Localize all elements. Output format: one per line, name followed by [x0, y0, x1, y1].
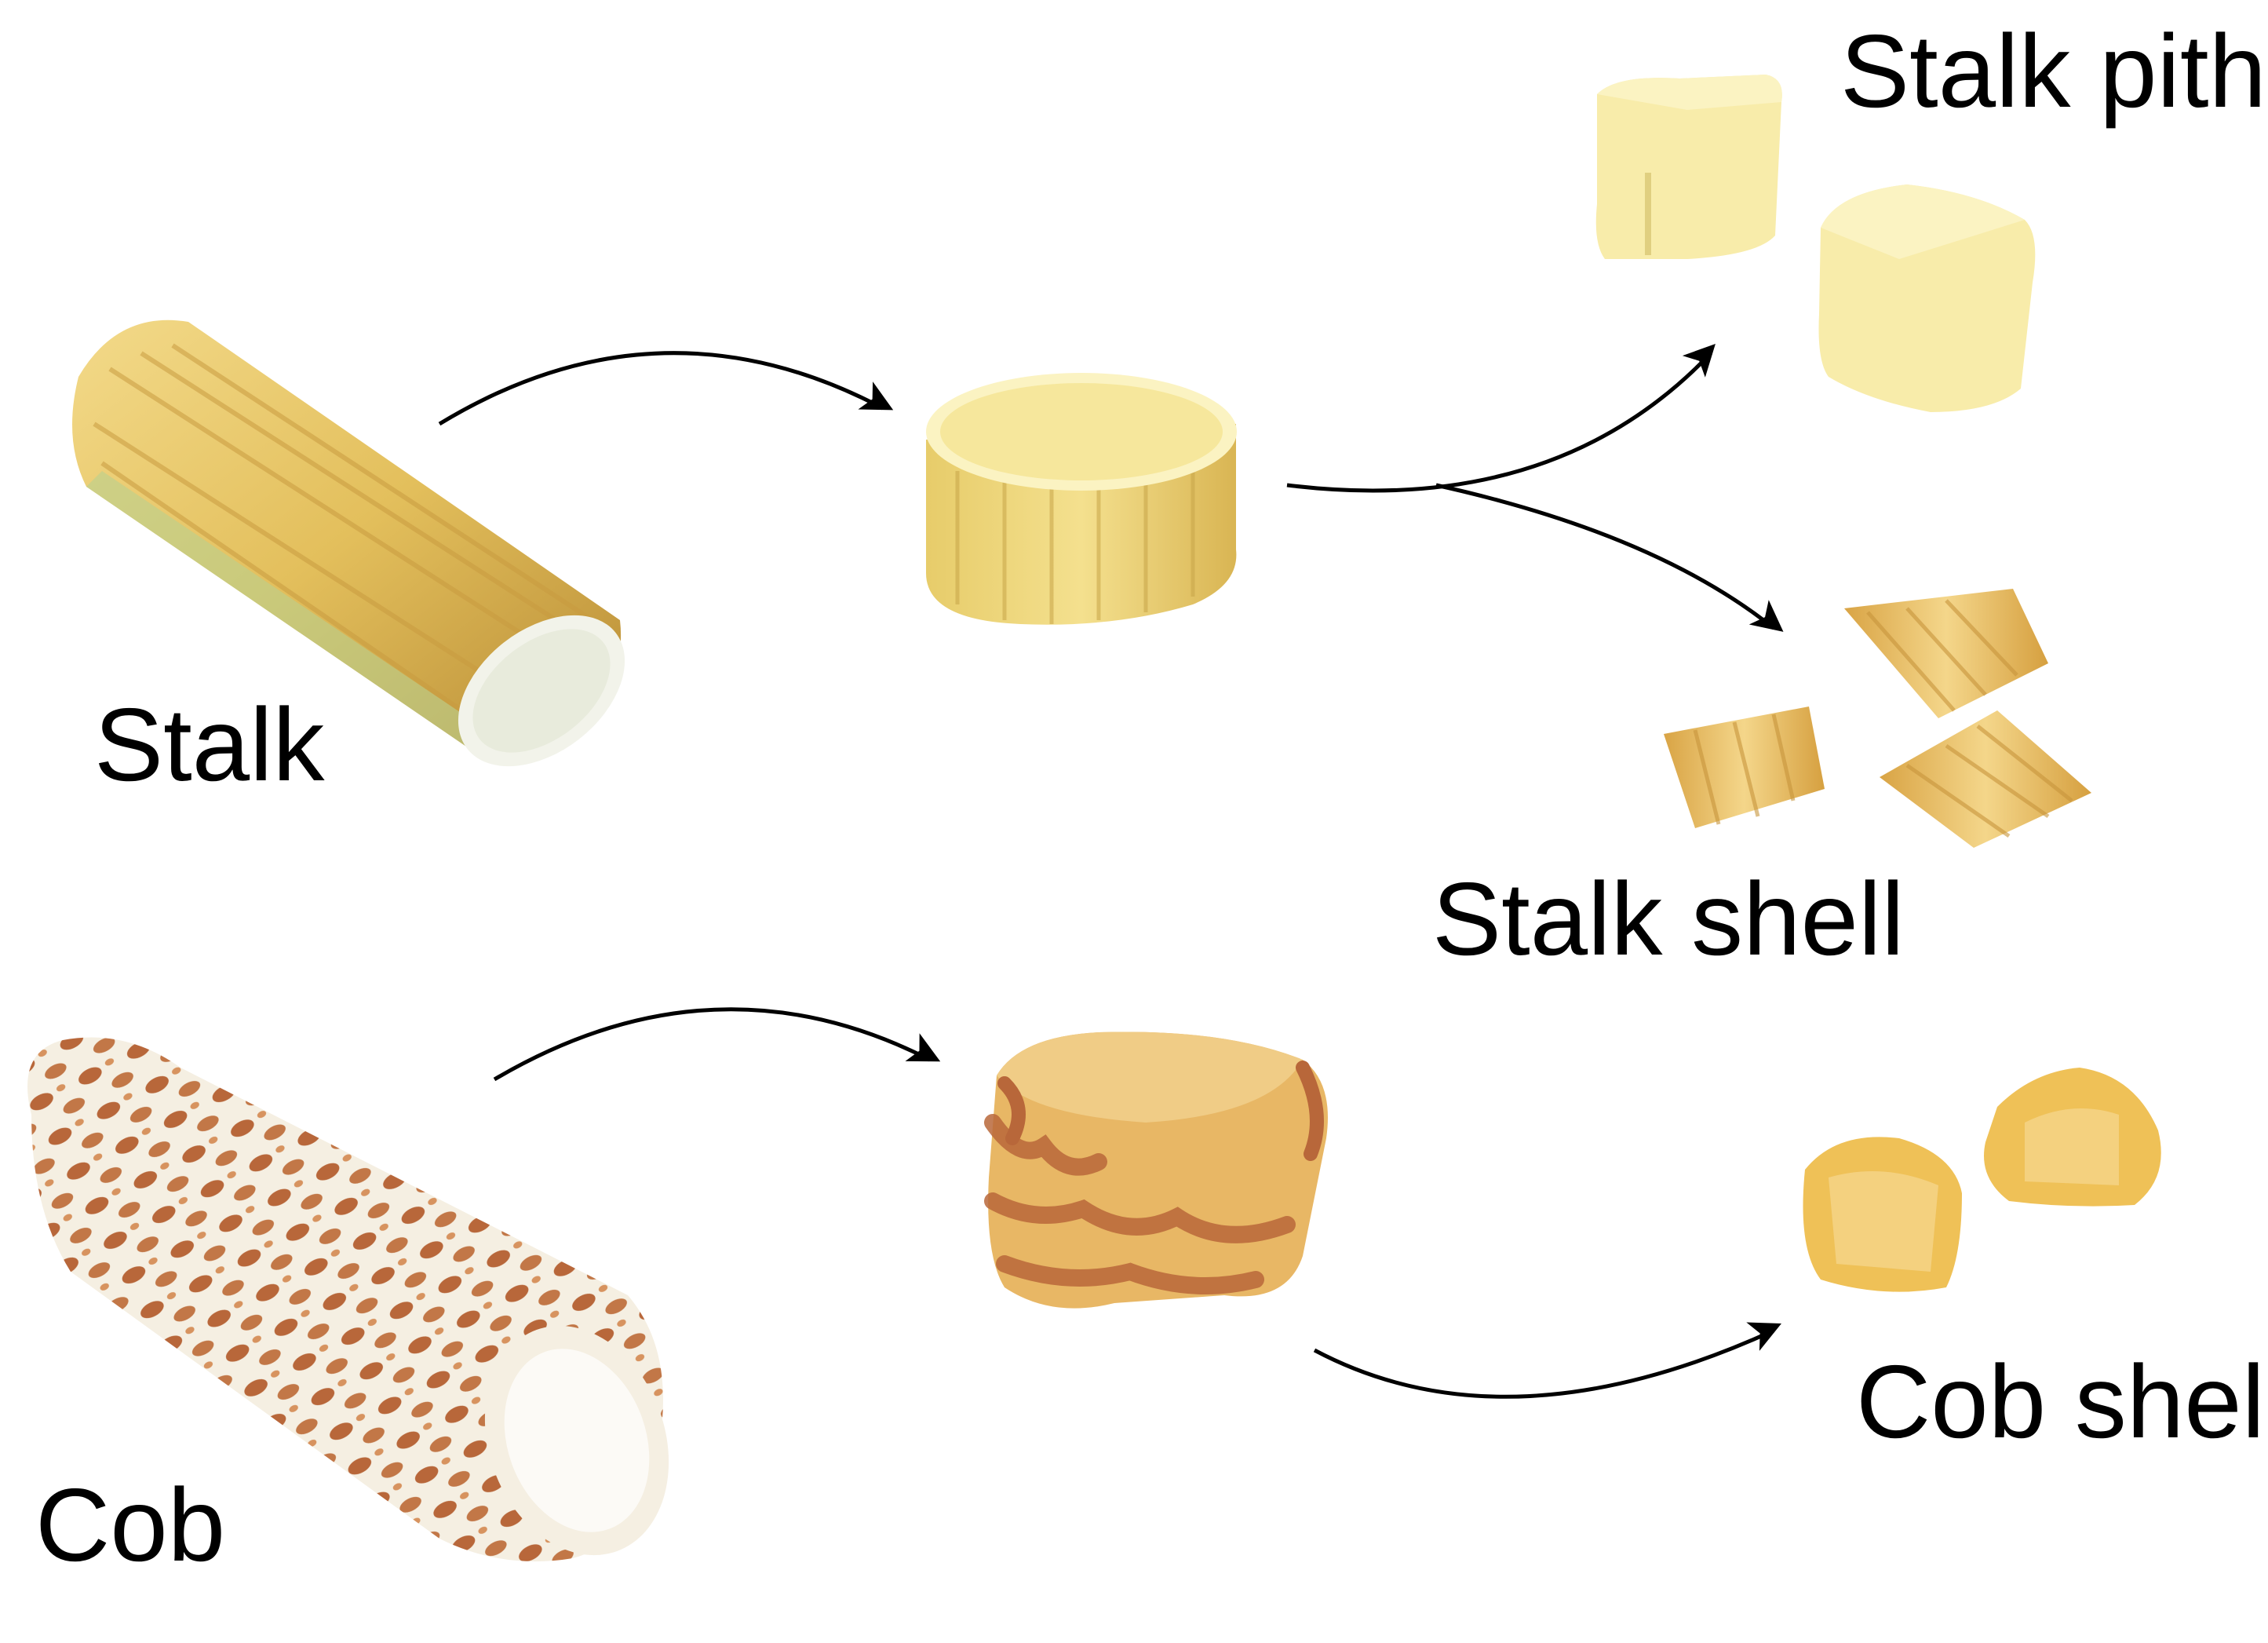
- shell-chip-icon: [1664, 706, 1825, 828]
- arrow-icon: [438, 351, 894, 426]
- cob-label: Cob: [35, 1467, 226, 1583]
- stalk-disc-icon: [926, 373, 1237, 625]
- stalk-label: Stalk: [94, 687, 325, 802]
- cob-icon: [27, 1037, 669, 1562]
- pith-cube-icon: [1595, 75, 1782, 259]
- cob-disc-icon: [984, 1031, 1328, 1309]
- shell-chip-icon: [1844, 589, 2048, 718]
- shell-chip-icon: [1880, 710, 2091, 848]
- cob-shell-label: Cob shell: [1856, 1344, 2268, 1459]
- stalk-shell-label: Stalk shell: [1432, 861, 1905, 977]
- arrow-icon: [1286, 343, 1716, 493]
- arrow-icon: [493, 1007, 941, 1082]
- stalk-segment-icon: [72, 319, 625, 767]
- arrow-icon: [1435, 483, 1784, 632]
- stalk-pith-label: Stalk pith: [1840, 13, 2266, 129]
- pith-cube-icon: [1818, 184, 2036, 412]
- arrow-icon: [1313, 1322, 1781, 1399]
- cob-shell-piece-icon: [1803, 1137, 1962, 1292]
- cob-shell-piece-icon: [1984, 1068, 2161, 1207]
